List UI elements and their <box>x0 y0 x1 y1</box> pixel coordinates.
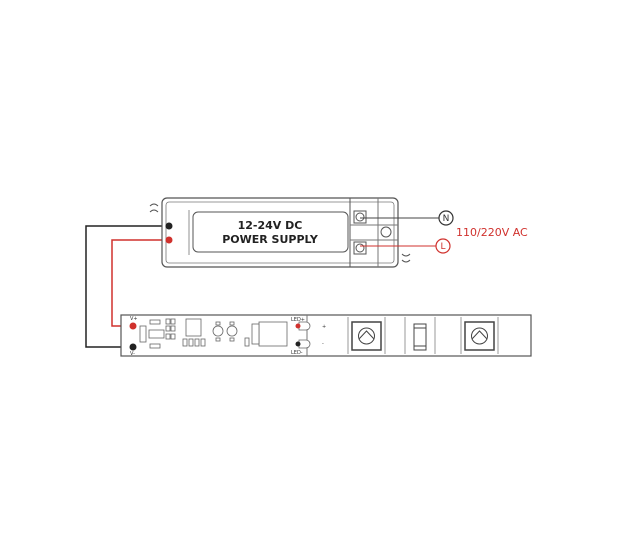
led-strip: V+ V- LED+ LED- + - <box>120 314 532 357</box>
svg-text:V-: V- <box>130 351 135 357</box>
power-supply-label-line2: POWER SUPPLY <box>222 233 319 246</box>
led-plus-pad <box>295 323 301 329</box>
negative-wire <box>85 225 169 348</box>
svg-text:N: N <box>443 214 450 224</box>
power-supply: 12-24V DC POWER SUPPLY <box>149 197 411 268</box>
v-plus-pad <box>129 322 137 330</box>
ac-input-label: 110/220V AC <box>456 226 528 239</box>
svg-text:-: - <box>322 341 324 347</box>
power-supply-label-line1: 12-24V DC <box>238 219 303 232</box>
neutral-terminal <box>438 210 454 226</box>
svg-text:LED-: LED- <box>291 350 303 356</box>
svg-text:L: L <box>440 242 445 252</box>
negative-output-terminal <box>165 222 173 230</box>
svg-text:V+: V+ <box>130 316 138 322</box>
v-minus-pad <box>129 343 137 351</box>
led-minus-pad <box>295 341 301 347</box>
terminal-n-screw <box>353 210 367 224</box>
svg-text:+: + <box>322 324 326 330</box>
positive-wire <box>111 239 169 327</box>
live-terminal <box>435 238 451 254</box>
svg-text:LED+: LED+ <box>291 317 305 323</box>
terminal-l-screw <box>353 241 367 255</box>
positive-output-terminal <box>165 236 173 244</box>
